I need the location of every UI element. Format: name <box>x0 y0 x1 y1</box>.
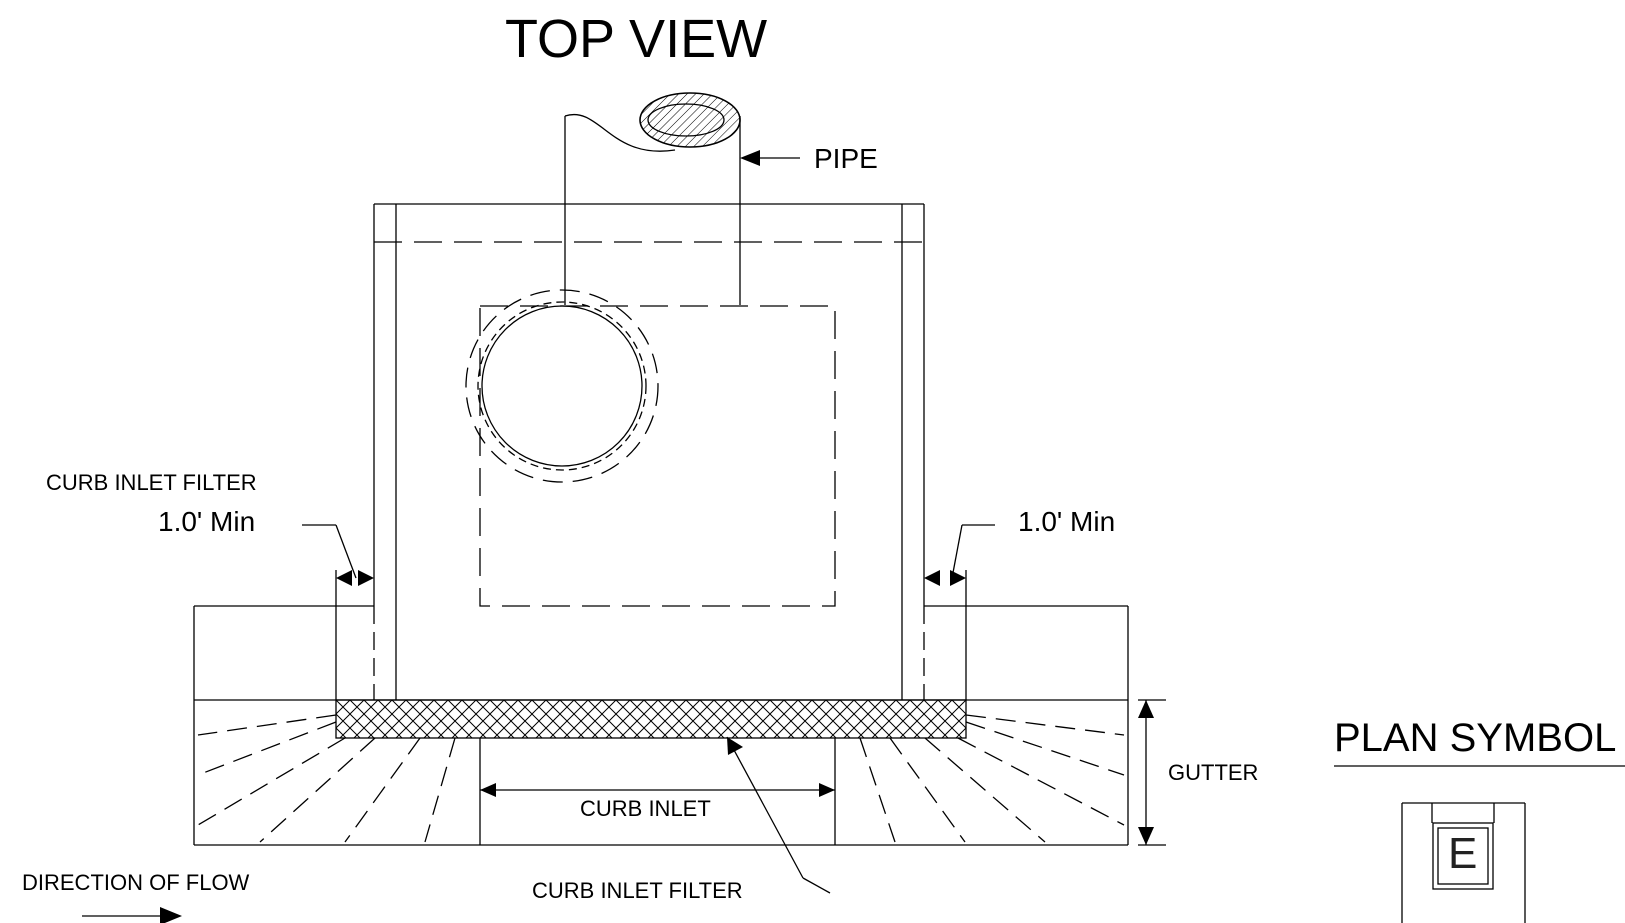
curb-inlet-filter <box>335 699 967 739</box>
direction-of-flow-label: DIRECTION OF FLOW <box>22 870 250 895</box>
min-label-left: 1.0' Min <box>158 506 256 537</box>
pipe <box>564 92 741 305</box>
gutter-dashes <box>197 714 1125 843</box>
curb-inlet-filter-label-left: CURB INLET FILTER <box>46 470 257 495</box>
plan-symbol <box>1401 802 1526 923</box>
gutter-label: GUTTER <box>1168 760 1259 785</box>
inlet-box <box>373 203 925 700</box>
title: TOP VIEW <box>505 9 768 69</box>
pipe-label: PIPE <box>814 143 878 174</box>
plan-symbol-letter: E <box>1448 829 1478 878</box>
curb-inlet-label: CURB INLET <box>580 796 711 821</box>
curb-inlet-filter-label-bottom: CURB INLET FILTER <box>532 878 743 903</box>
dimensions <box>82 157 1625 917</box>
min-label-right: 1.0' Min <box>1018 506 1116 537</box>
plan-symbol-heading: PLAN SYMBOL <box>1334 716 1617 760</box>
pipe-opening <box>465 289 659 483</box>
arrowheads <box>160 150 1154 923</box>
